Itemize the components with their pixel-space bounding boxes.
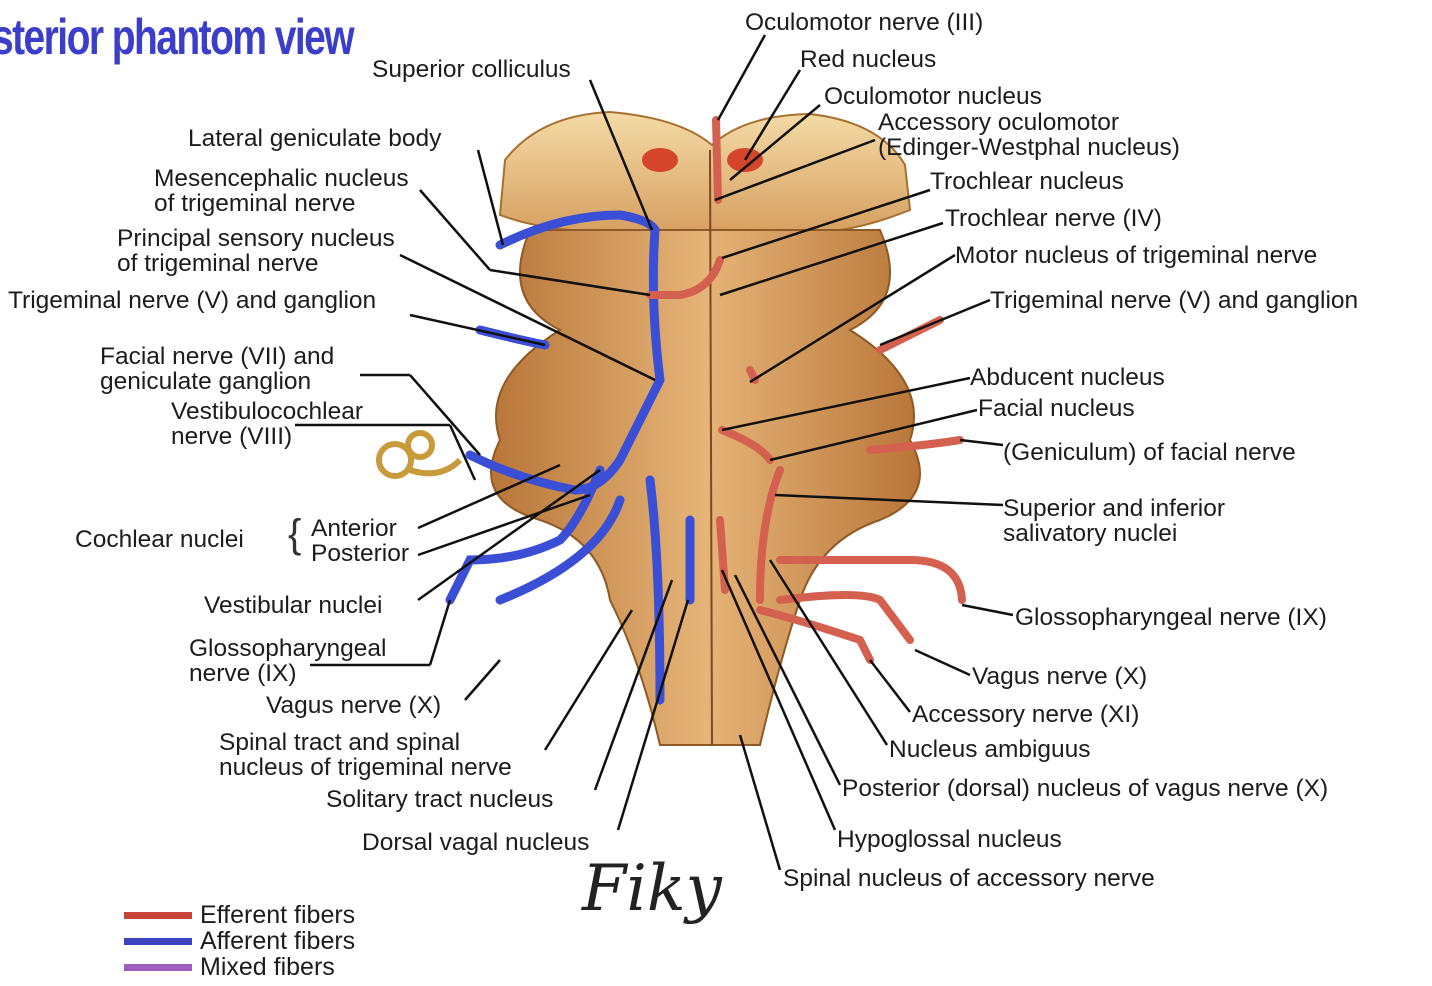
legend-item-efferent: Efferent fibers	[124, 902, 355, 928]
label-abducent-nucleus: Abducent nucleus	[970, 365, 1165, 390]
label-spinal-accessory: Spinal nucleus of accessory nerve	[783, 866, 1155, 891]
label-spinal-tract-line1: Spinal tract and spinal	[219, 730, 512, 755]
label-geniculum: (Geniculum) of facial nerve	[1003, 440, 1296, 465]
cochlear-brace: {	[288, 512, 301, 556]
label-accessory-nerve: Accessory nerve (XI)	[912, 702, 1139, 727]
label-glossopharyngeal-left-line1: Glossopharyngeal	[189, 636, 386, 661]
label-trochlear-nucleus: Trochlear nucleus	[930, 169, 1124, 194]
legend-label-afferent: Afferent fibers	[200, 927, 355, 956]
label-vagus-left: Vagus nerve (X)	[266, 693, 441, 718]
label-dorsal-vagal: Dorsal vagal nucleus	[362, 830, 589, 855]
label-solitary-tract: Solitary tract nucleus	[326, 787, 553, 812]
label-accessory-oculomotor: Accessory oculomotor (Edinger-Westphal n…	[878, 110, 1180, 160]
label-hypoglossal-nucleus: Hypoglossal nucleus	[837, 827, 1062, 852]
label-oculomotor-nerve: Oculomotor nerve (III)	[745, 10, 983, 35]
label-facial-nerve-line1: Facial nerve (VII) and	[100, 344, 334, 369]
label-salivatory-line2: salivatory nuclei	[1003, 521, 1225, 546]
label-principal-line1: Principal sensory nucleus	[117, 226, 395, 251]
label-trochlear-nerve: Trochlear nerve (IV)	[945, 206, 1162, 231]
label-glossopharyngeal-left: Glossopharyngeal nerve (IX)	[189, 636, 386, 686]
label-red-nucleus: Red nucleus	[800, 47, 936, 72]
label-motor-nucleus-trigeminal: Motor nucleus of trigeminal nerve	[955, 243, 1317, 268]
signature: Fiky	[582, 852, 722, 926]
legend-label-mixed: Mixed fibers	[200, 953, 335, 982]
label-lateral-geniculate: Lateral geniculate body	[188, 126, 441, 151]
legend-swatch-mixed	[124, 964, 192, 971]
label-accessory-oculomotor-line2: (Edinger-Westphal nucleus)	[878, 135, 1180, 160]
label-mesencephalic-line1: Mesencephalic nucleus	[154, 166, 409, 191]
label-mesencephalic-nucleus: Mesencephalic nucleus of trigeminal nerv…	[154, 166, 409, 216]
label-vestibulocochlear-line1: Vestibulocochlear	[171, 399, 363, 424]
label-cochlear-subdivisions: Anterior Posterior	[311, 516, 409, 566]
label-principal-sensory: Principal sensory nucleus of trigeminal …	[117, 226, 395, 276]
label-mesencephalic-line2: of trigeminal nerve	[154, 191, 409, 216]
label-facial-nerve: Facial nerve (VII) and geniculate gangli…	[100, 344, 334, 394]
label-cochlear-posterior: Posterior	[311, 541, 409, 566]
label-nucleus-ambiguus: Nucleus ambiguus	[889, 737, 1091, 762]
label-trigeminal-right: Trigeminal nerve (V) and ganglion	[990, 288, 1358, 313]
label-accessory-oculomotor-line1: Accessory oculomotor	[878, 110, 1180, 135]
label-facial-nucleus: Facial nucleus	[978, 396, 1135, 421]
label-principal-line2: of trigeminal nerve	[117, 251, 395, 276]
label-vestibular-nuclei: Vestibular nuclei	[204, 593, 382, 618]
label-trigeminal-left: Trigeminal nerve (V) and ganglion	[8, 288, 376, 313]
legend-item-afferent: Afferent fibers	[124, 928, 355, 954]
legend-item-mixed: Mixed fibers	[124, 954, 355, 980]
label-oculomotor-nucleus: Oculomotor nucleus	[824, 84, 1042, 109]
label-glossopharyngeal-left-line2: nerve (IX)	[189, 661, 386, 686]
legend-swatch-efferent	[124, 912, 192, 919]
label-cochlear-nuclei: Cochlear nuclei	[75, 527, 244, 552]
red-nucleus-left	[642, 148, 678, 172]
cochlea-structure	[379, 433, 460, 476]
label-cochlear-anterior: Anterior	[311, 516, 409, 541]
label-vestibulocochlear-line2: nerve (VIII)	[171, 424, 363, 449]
label-spinal-tract: Spinal tract and spinal nucleus of trige…	[219, 730, 512, 780]
label-spinal-tract-line2: nucleus of trigeminal nerve	[219, 755, 512, 780]
label-glossopharyngeal-right: Glossopharyngeal nerve (IX)	[1015, 605, 1327, 630]
label-vestibulocochlear: Vestibulocochlear nerve (VIII)	[171, 399, 363, 449]
label-salivatory-nuclei: Superior and inferior salivatory nuclei	[1003, 496, 1225, 546]
label-facial-nerve-line2: geniculate ganglion	[100, 369, 334, 394]
label-salivatory-line1: Superior and inferior	[1003, 496, 1225, 521]
legend-label-efferent: Efferent fibers	[200, 901, 355, 930]
label-posterior-vagus: Posterior (dorsal) nucleus of vagus nerv…	[842, 776, 1328, 801]
legend-swatch-afferent	[124, 938, 192, 945]
page-title: sterior phantom view	[0, 8, 353, 66]
midbrain-section	[500, 112, 910, 232]
label-vagus-right: Vagus nerve (X)	[972, 664, 1147, 689]
label-superior-colliculus: Superior colliculus	[372, 57, 571, 82]
legend: Efferent fibers Afferent fibers Mixed fi…	[124, 902, 355, 980]
